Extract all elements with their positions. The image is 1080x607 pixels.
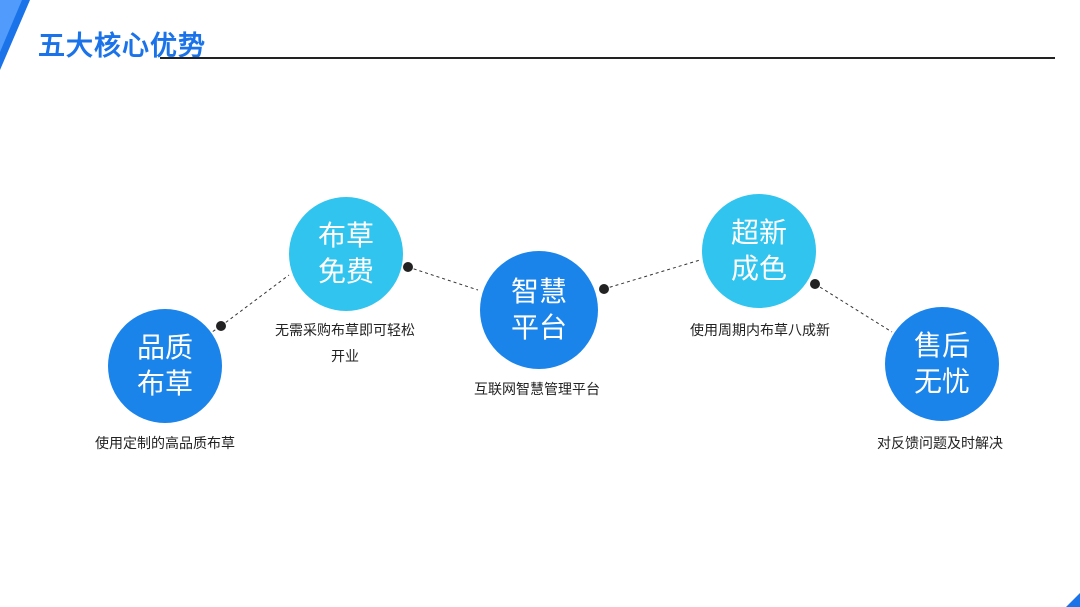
- caption-quality-linen: 使用定制的高品质布草: [95, 436, 235, 452]
- connector-dot-4: [810, 279, 820, 289]
- circle-free-linen: 布草 免费: [289, 197, 403, 311]
- circle-4-line2: 成色: [730, 252, 787, 285]
- page-title: 五大核心优势: [38, 31, 206, 62]
- caption-free-linen: 无需采购布草即可轻松 开业: [255, 318, 435, 370]
- circle-2-line1: 布草: [317, 219, 374, 252]
- circle-like-new: 超新 成色: [702, 194, 816, 308]
- connector-3: [603, 259, 701, 290]
- circle-3-line2: 平台: [510, 311, 567, 344]
- circle-after-sales: 售后 无忧: [885, 307, 999, 421]
- corner-decoration-light: [0, 0, 22, 52]
- connector-1b: [220, 274, 290, 327]
- caption-like-new: 使用周期内布草八成新: [690, 323, 830, 339]
- title-underline: [160, 57, 1055, 59]
- caption-after-sales: 对反馈问题及时解决: [877, 436, 1003, 452]
- connector-dot-2: [403, 262, 413, 272]
- circle-quality-linen: 品质 布草: [108, 309, 222, 423]
- circle-1-line2: 布草: [136, 367, 193, 400]
- connector-2: [407, 266, 479, 291]
- caption-free-linen-line2: 开业: [331, 349, 359, 365]
- connector-dot-1: [216, 321, 226, 331]
- connector-dot-3: [599, 284, 609, 294]
- circle-5-line1: 售后: [913, 329, 970, 362]
- corner-decoration-bottom: [1066, 593, 1080, 607]
- caption-smart-platform: 互联网智慧管理平台: [474, 382, 600, 398]
- circle-4-line1: 超新: [730, 216, 787, 249]
- circle-2-line2: 免费: [317, 255, 374, 288]
- circle-5-line2: 无忧: [913, 365, 970, 398]
- circle-smart-platform: 智慧 平台: [480, 251, 598, 369]
- circle-3-line1: 智慧: [510, 275, 567, 308]
- circle-1-line1: 品质: [136, 331, 193, 364]
- caption-free-linen-line1: 无需采购布草即可轻松: [275, 323, 415, 339]
